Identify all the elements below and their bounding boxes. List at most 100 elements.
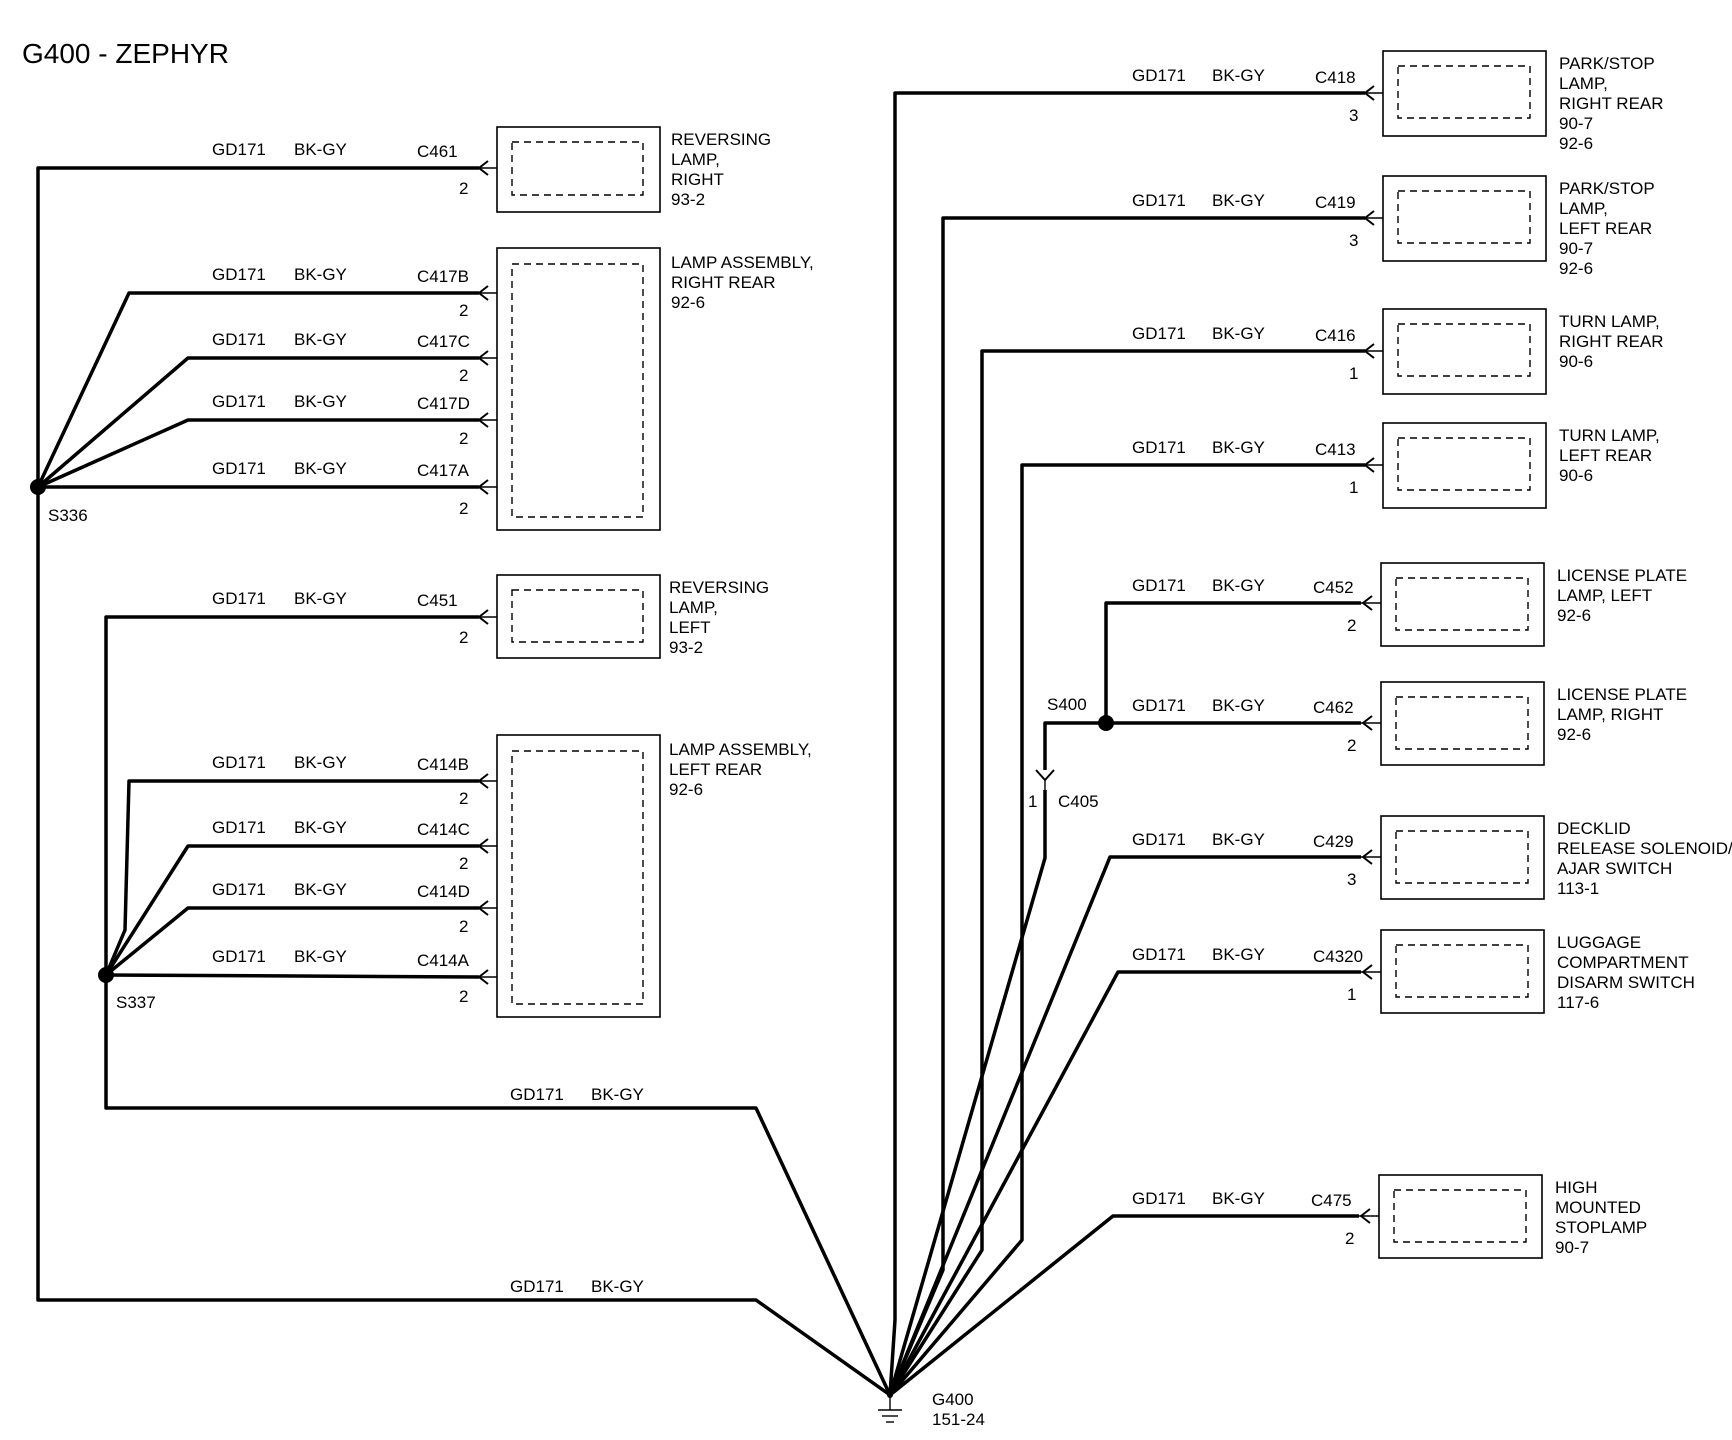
wire-c417b (36, 291, 479, 488)
component-box (496, 126, 661, 213)
circuit-label: GD171 (1132, 696, 1186, 715)
component-label: LAMP, LEFT (1557, 586, 1652, 605)
connector-id: C451 (417, 591, 458, 610)
connector-id: C4320 (1313, 947, 1363, 966)
connector-id: C416 (1315, 326, 1356, 345)
component-inner-outline (1395, 696, 1529, 750)
circuit-label: GD171 (212, 589, 266, 608)
connector-arrow (1361, 715, 1373, 731)
component-box (1382, 422, 1547, 509)
wire-s336-ground (36, 487, 892, 1397)
color-label: BK-GY (294, 818, 347, 837)
connector-arrow (1361, 849, 1373, 865)
connector-id: C429 (1313, 832, 1354, 851)
color-label: BK-GY (294, 589, 347, 608)
component-inner-outline (511, 141, 644, 196)
wire-s337-ground (104, 975, 892, 1396)
component-box (1378, 1174, 1543, 1259)
circuit-label: GD171 (1132, 1189, 1186, 1208)
circuit-label: GD171 (212, 330, 266, 349)
circuit-label: GD171 (212, 753, 266, 772)
wire-c429 (888, 855, 1361, 1396)
component-label: 90-7 (1555, 1238, 1589, 1257)
component-label: LAMP, (669, 598, 718, 617)
component-label: 92-6 (1559, 259, 1593, 278)
pin-number: 2 (459, 366, 468, 385)
circuit-label: GD171 (212, 140, 266, 159)
component-label: DECKLID (1557, 819, 1631, 838)
pin-number: 1 (1349, 364, 1358, 383)
pin-number: 2 (459, 301, 468, 320)
pin-number: 2 (459, 628, 468, 647)
wire-c417c (36, 356, 479, 489)
component-label: RIGHT REAR (1559, 332, 1664, 351)
component-label: LAMP ASSEMBLY, (671, 253, 814, 272)
wire-c414b (104, 779, 479, 976)
component-label: PARK/STOP (1559, 179, 1655, 198)
components (496, 50, 1547, 1259)
component-label: 90-7 (1559, 239, 1593, 258)
wire-c405-ground (888, 790, 1047, 1396)
component-box (1380, 929, 1545, 1014)
component-label: TURN LAMP, (1559, 312, 1660, 331)
pin-number: 3 (1349, 231, 1358, 250)
circuit-label: GD171 (1132, 576, 1186, 595)
component-label: 90-6 (1559, 466, 1593, 485)
component-label: LAMP, (671, 150, 720, 169)
component-label: LAMP, (1559, 74, 1608, 93)
component-box (496, 247, 661, 531)
connector-id: C418 (1315, 68, 1356, 87)
connector-id: C475 (1311, 1191, 1352, 1210)
wire-c414c (104, 844, 479, 976)
pin-number: 2 (459, 854, 468, 873)
circuit-label: GD171 (1132, 191, 1186, 210)
wire-c461 (36, 166, 479, 487)
component-label: 92-6 (671, 293, 705, 312)
connector-id: C405 (1058, 792, 1099, 811)
component-label: 92-6 (1557, 725, 1591, 744)
circuit-label: GD171 (510, 1277, 564, 1296)
splice-label: S337 (116, 993, 156, 1012)
component-label: 90-6 (1559, 352, 1593, 371)
pin-number: 1 (1028, 792, 1037, 811)
pin-number: 3 (1349, 106, 1358, 125)
wire-c451 (104, 615, 479, 975)
pin-number: 1 (1347, 985, 1356, 1004)
color-label: BK-GY (1212, 696, 1265, 715)
color-label: BK-GY (294, 459, 347, 478)
ground-ref: 151-24 (932, 1410, 985, 1429)
pin-number: 2 (459, 179, 468, 198)
component-label: HIGH (1555, 1178, 1598, 1197)
pin-number: 2 (459, 429, 468, 448)
connector-id: C414A (417, 951, 470, 970)
component-inner-outline (511, 263, 644, 518)
connector-arrow (1361, 964, 1373, 980)
circuit-label: GD171 (212, 392, 266, 411)
splice-s336-dot (30, 479, 46, 495)
wires (30, 85, 1398, 1423)
component-label: LEFT (669, 618, 711, 637)
diagram-title: G400 - ZEPHYR (22, 38, 229, 69)
component-inner-outline (1395, 944, 1529, 998)
component-label: COMPARTMENT (1557, 953, 1689, 972)
circuit-label: GD171 (212, 459, 266, 478)
wire-c417d (37, 418, 479, 489)
component-box (1380, 815, 1545, 900)
connector-id: C417D (417, 394, 470, 413)
connector-arrow (1359, 1208, 1371, 1224)
color-label: BK-GY (294, 330, 347, 349)
component-label: 92-6 (1559, 134, 1593, 153)
pin-number: 3 (1347, 870, 1356, 889)
component-label: RIGHT REAR (1559, 94, 1664, 113)
circuit-label: GD171 (212, 818, 266, 837)
component-label: LAMP ASSEMBLY, (669, 740, 812, 759)
splice-label: S400 (1047, 695, 1087, 714)
color-label: BK-GY (1212, 830, 1265, 849)
component-label: 93-2 (669, 638, 703, 657)
component-label: RELEASE SOLENOID/ (1557, 839, 1732, 858)
splice-s337-dot (98, 967, 114, 983)
wire-c418 (888, 91, 1365, 1396)
pin-number: 2 (459, 987, 468, 1006)
